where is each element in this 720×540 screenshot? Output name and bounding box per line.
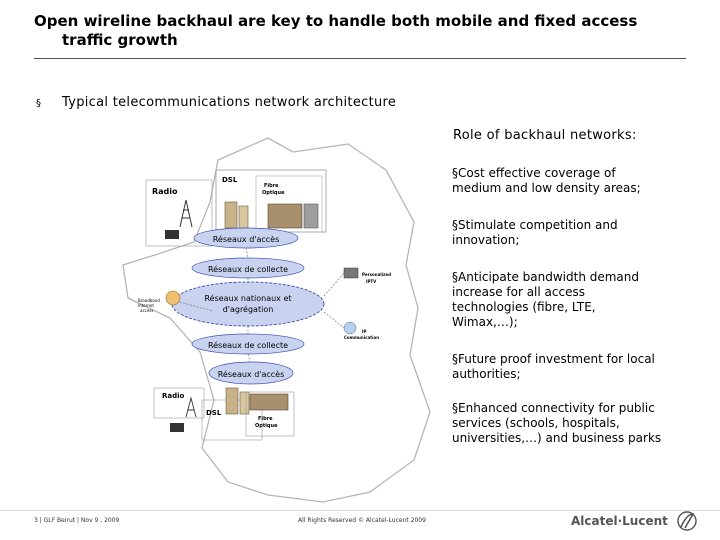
iptv-label-1: Personalized (362, 272, 391, 277)
ip-communication-icon (343, 321, 357, 335)
national-network-cloud (171, 281, 325, 327)
network-diagram: DSL Fibre Optique Radio Réseaux d'accès … (122, 137, 431, 503)
bottom-access-network-cloud (208, 361, 294, 385)
broadband-globe-icon (165, 290, 181, 306)
bottom-dsl-equipment-2 (239, 391, 250, 415)
footer-copyright: All Rights Reserved © Alcatel-Lucent 200… (298, 517, 426, 524)
role-item: §Future proof investment for local autho… (452, 352, 655, 381)
broadband-label-2: Internet (138, 303, 154, 308)
role-item: §Stimulate competition and innovation; (452, 218, 618, 247)
footer-page-info: 3 | GLF Beirut | Nov 9 , 2009 (34, 517, 120, 524)
bottom-fibre-box (245, 391, 295, 437)
bottom-dsl-label: DSL (206, 409, 222, 417)
top-radio-label: Radio (152, 187, 178, 196)
bottom-fibre-label-1: Fibre (258, 416, 273, 422)
role-item: §Anticipate bandwidth demand increase fo… (452, 270, 640, 329)
bullet-text: Typical telecommunications network archi… (62, 95, 397, 110)
broadband-label-1: Broadband (138, 298, 160, 303)
ip-communication-label-1: IP (362, 329, 366, 334)
role-list: §Cost effective coverage of medium and l… (452, 166, 662, 468)
top-fibre-label-2: Optique (262, 190, 285, 196)
alcatel-lucent-logo: Alcatel·Lucent (571, 511, 697, 531)
bottom-dsl-equipment (225, 387, 239, 415)
bottom-radio-label: Radio (162, 392, 185, 400)
broadband-label-3: access (140, 308, 153, 313)
bottom-collection-network-label: Réseaux de collecte (208, 340, 288, 350)
bottom-radio-tower-icon (185, 396, 197, 418)
iptv-icon (343, 267, 359, 279)
top-dsl-equipment-2 (238, 205, 249, 229)
top-access-network-label: Réseaux d'accès (213, 234, 280, 244)
top-radio-tower-icon (179, 199, 193, 228)
role-item: §Enhanced connectivity for public servic… (452, 401, 662, 445)
title-line-1: Open wireline backhaul are key to handle… (34, 12, 638, 30)
bottom-laptop-icon (170, 423, 184, 432)
architecture-bullet: § Typical telecommunications network arch… (36, 95, 396, 110)
top-collection-network-label: Réseaux de collecte (208, 264, 288, 274)
bottom-access-network-label: Réseaux d'accès (218, 369, 285, 379)
role-title: Role of backhaul networks: (453, 128, 637, 143)
logo-swirl-icon (680, 513, 695, 529)
role-item: §Cost effective coverage of medium and l… (452, 166, 641, 195)
national-network-label-2: d'agrégation (223, 304, 274, 314)
top-fibre-equipment-b (303, 203, 319, 229)
iptv-label-2: IPTV (366, 279, 377, 284)
top-radio-box (145, 179, 213, 247)
national-network-label-1: Réseaux nationaux et (204, 293, 291, 303)
ip-communication-label-2: Communication (344, 335, 379, 340)
title-divider (34, 58, 686, 59)
logo-mark-icon (677, 511, 697, 531)
footer-divider (0, 510, 720, 511)
title-line-2: traffic growth (62, 31, 178, 49)
top-laptop-icon (165, 230, 179, 239)
slide-title: Open wireline backhaul are key to handle… (34, 12, 674, 50)
bottom-fibre-equipment (249, 393, 289, 411)
bottom-radio-box (153, 387, 205, 419)
top-dsl-label: DSL (222, 176, 238, 184)
bottom-fibre-label-2: Optique (255, 423, 278, 429)
top-dsl-equipment (224, 201, 238, 229)
bullet-symbol: § (36, 98, 42, 109)
network-connections (179, 247, 345, 363)
france-map-outline (122, 137, 431, 503)
logo-text: Alcatel·Lucent (571, 514, 668, 528)
top-fibre-equipment (267, 203, 303, 229)
top-fibre-label-1: Fibre (264, 183, 279, 189)
